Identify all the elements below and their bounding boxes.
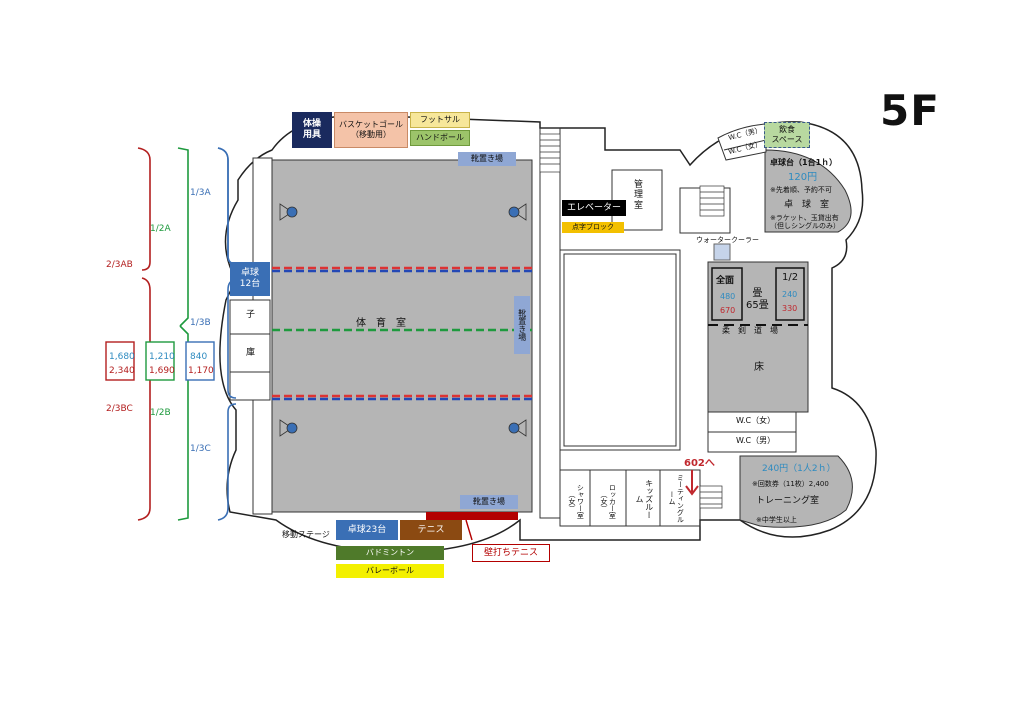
table-tennis-23-box: 卓球23台 <box>336 520 398 540</box>
dojo-half-blue: 240 <box>782 290 798 299</box>
management-room-label: 管 理 室 <box>634 180 644 211</box>
fee-twothird-red: 2,340 <box>109 366 135 376</box>
shoe-rack-side: 靴置き場 <box>514 296 530 354</box>
dining-space-box: 飲食 スペース <box>764 122 810 148</box>
tennis-box: テニス <box>400 520 462 540</box>
tatami-label: 畳 65畳 <box>746 288 769 311</box>
wall-tennis-bar <box>426 512 518 520</box>
to-602-label: 602へ <box>684 458 715 469</box>
wc-men-label: W.C（男） <box>736 436 776 445</box>
training-ticket-note: ※回数券（11枚）2,400 <box>752 480 829 488</box>
tt-note-first-come: ※先着順、予約不可 <box>770 186 832 194</box>
training-room-label: トレーニング室 <box>756 496 820 506</box>
meeting-room-label: ミーティングルーム <box>668 473 685 523</box>
fee-box-half <box>145 341 175 381</box>
dojo-half-red: 330 <box>782 304 798 313</box>
gym-floor <box>271 159 533 513</box>
label-twothird-ab: 2/3AB <box>106 260 133 270</box>
wall-tennis-label: 壁打ちテニス <box>472 544 550 562</box>
dojo-label: 柔 剣 道 場 <box>722 326 778 335</box>
basket-goal-box: バスケットゴール （移動用） <box>334 112 408 148</box>
futsal-box: フットサル <box>410 112 470 128</box>
shower-room-label: シャワー室（女） <box>568 483 585 519</box>
training-room <box>739 455 853 528</box>
badminton-box: バドミントン <box>336 546 444 560</box>
training-age-note: ※中学生以上 <box>756 516 797 524</box>
label-third-a: 1/3A <box>190 188 211 198</box>
arrow-602 <box>685 470 699 496</box>
tt-note-rental: ※ラケット、玉貸出有 （但しシングルのみ） <box>770 214 840 231</box>
tt-fee-title: 卓球台（1台1ｈ） <box>770 158 838 167</box>
dojo-area <box>707 261 809 413</box>
wc-women-label: W.C（女） <box>736 416 776 425</box>
storage-label: 庫 <box>246 348 256 358</box>
dojo-full-red: 670 <box>720 306 736 315</box>
training-fee: 240円（1人2ｈ） <box>762 464 836 474</box>
fee-half-blue: 1,210 <box>149 352 175 362</box>
table-tennis-room <box>764 149 852 233</box>
moving-stage-label: 移動ステージ <box>282 530 330 539</box>
handball-box: ハンドボール <box>410 130 470 146</box>
label-half-b: 1/2B <box>150 408 171 418</box>
dojo-half-label: 1/2 <box>782 272 799 283</box>
child-label: 子 <box>246 310 256 320</box>
volleyball-box: バレーボール <box>336 564 444 578</box>
fee-half-red: 1,690 <box>149 366 175 376</box>
fee-box-twothird <box>105 341 135 381</box>
floor-number: 5F <box>880 86 940 135</box>
label-twothird-bc: 2/3BC <box>106 404 133 414</box>
tt-room-label: 卓 球 室 <box>784 200 830 210</box>
label-third-b: 1/3B <box>190 318 211 328</box>
fee-third-blue: 840 <box>190 352 208 362</box>
dojo-full-blue: 480 <box>720 292 736 301</box>
fee-twothird-blue: 1,680 <box>109 352 135 362</box>
shoe-rack-bottom: 靴置き場 <box>460 495 518 509</box>
hoop-icons <box>279 203 527 437</box>
fee-third-red: 1,170 <box>188 366 214 376</box>
gym-room-label: 体 育 室 <box>356 318 406 329</box>
table-tennis-12-box: 卓球 12台 <box>230 262 270 296</box>
dojo-full-label: 全面 <box>716 276 735 286</box>
label-third-c: 1/3C <box>190 444 211 454</box>
water-cooler-label: ウォータークーラー <box>696 236 759 244</box>
stairs-icons <box>539 133 725 509</box>
locker-room-label: ロッカー室（女） <box>600 483 617 519</box>
tt-fee-price: 120円 <box>788 172 818 183</box>
shoe-rack-top: 靴置き場 <box>458 152 516 166</box>
fee-box-third <box>185 341 215 381</box>
floor-room-label: 床 <box>754 362 764 373</box>
kids-room-label: キッズルーム <box>635 479 654 519</box>
elevator-box: エレベーター <box>562 200 626 216</box>
equipment-gym-box: 体操 用具 <box>292 112 332 148</box>
braille-block-box: 点字ブロック <box>562 222 624 233</box>
label-half-a: 1/2A <box>150 224 171 234</box>
